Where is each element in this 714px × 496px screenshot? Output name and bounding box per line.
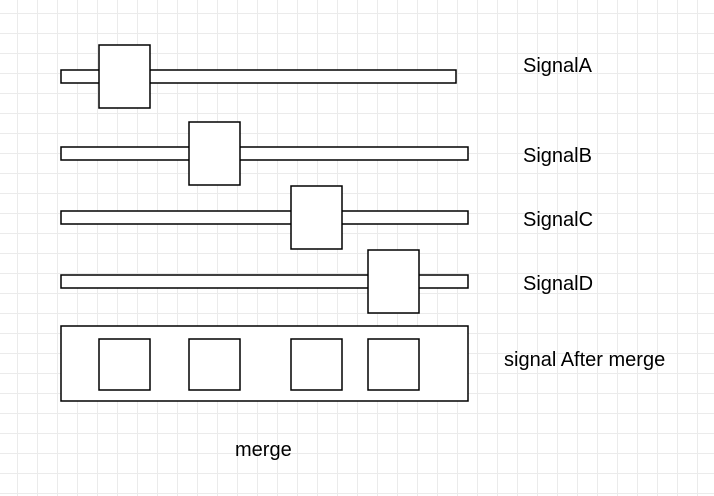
merged-pulse-b (188, 338, 241, 391)
merged-signal-label: signal After merge (504, 349, 665, 371)
merged-pulse-a (98, 338, 151, 391)
signal-b-pulse (188, 121, 241, 186)
signal-a-track (60, 69, 457, 84)
signal-c-track (60, 210, 469, 225)
signal-c-pulse (290, 185, 343, 250)
signal-d-track (60, 274, 469, 289)
signal-d-row: SignalD (60, 249, 593, 314)
signal-d-pulse (367, 249, 420, 314)
signal-a-row: SignalA (60, 44, 593, 109)
signal-b-track (60, 146, 469, 161)
signal-a-label: SignalA (523, 55, 593, 77)
signal-b-label: SignalB (523, 145, 592, 167)
signal-a-pulse (98, 44, 151, 109)
signal-d-label: SignalD (523, 273, 593, 295)
merged-pulse-d (367, 338, 420, 391)
merge-caption: merge (235, 439, 292, 461)
merged-signal-row: signal After merge (60, 325, 665, 402)
signal-c-label: SignalC (523, 209, 593, 231)
signal-c-row: SignalC (60, 185, 593, 250)
merged-pulse-c (290, 338, 343, 391)
signal-b-row: SignalB (60, 121, 592, 186)
